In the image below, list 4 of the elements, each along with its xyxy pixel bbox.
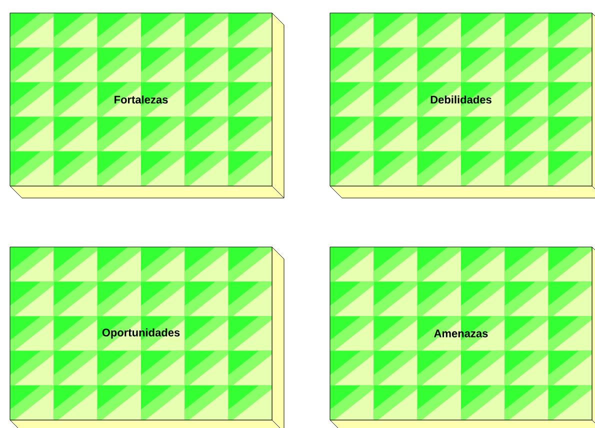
block-box: Debilidades [330, 12, 595, 198]
block-box: Oportunidades [10, 246, 284, 428]
block-box: Amenazas [330, 246, 595, 428]
block-box: Fortalezas [10, 12, 284, 198]
